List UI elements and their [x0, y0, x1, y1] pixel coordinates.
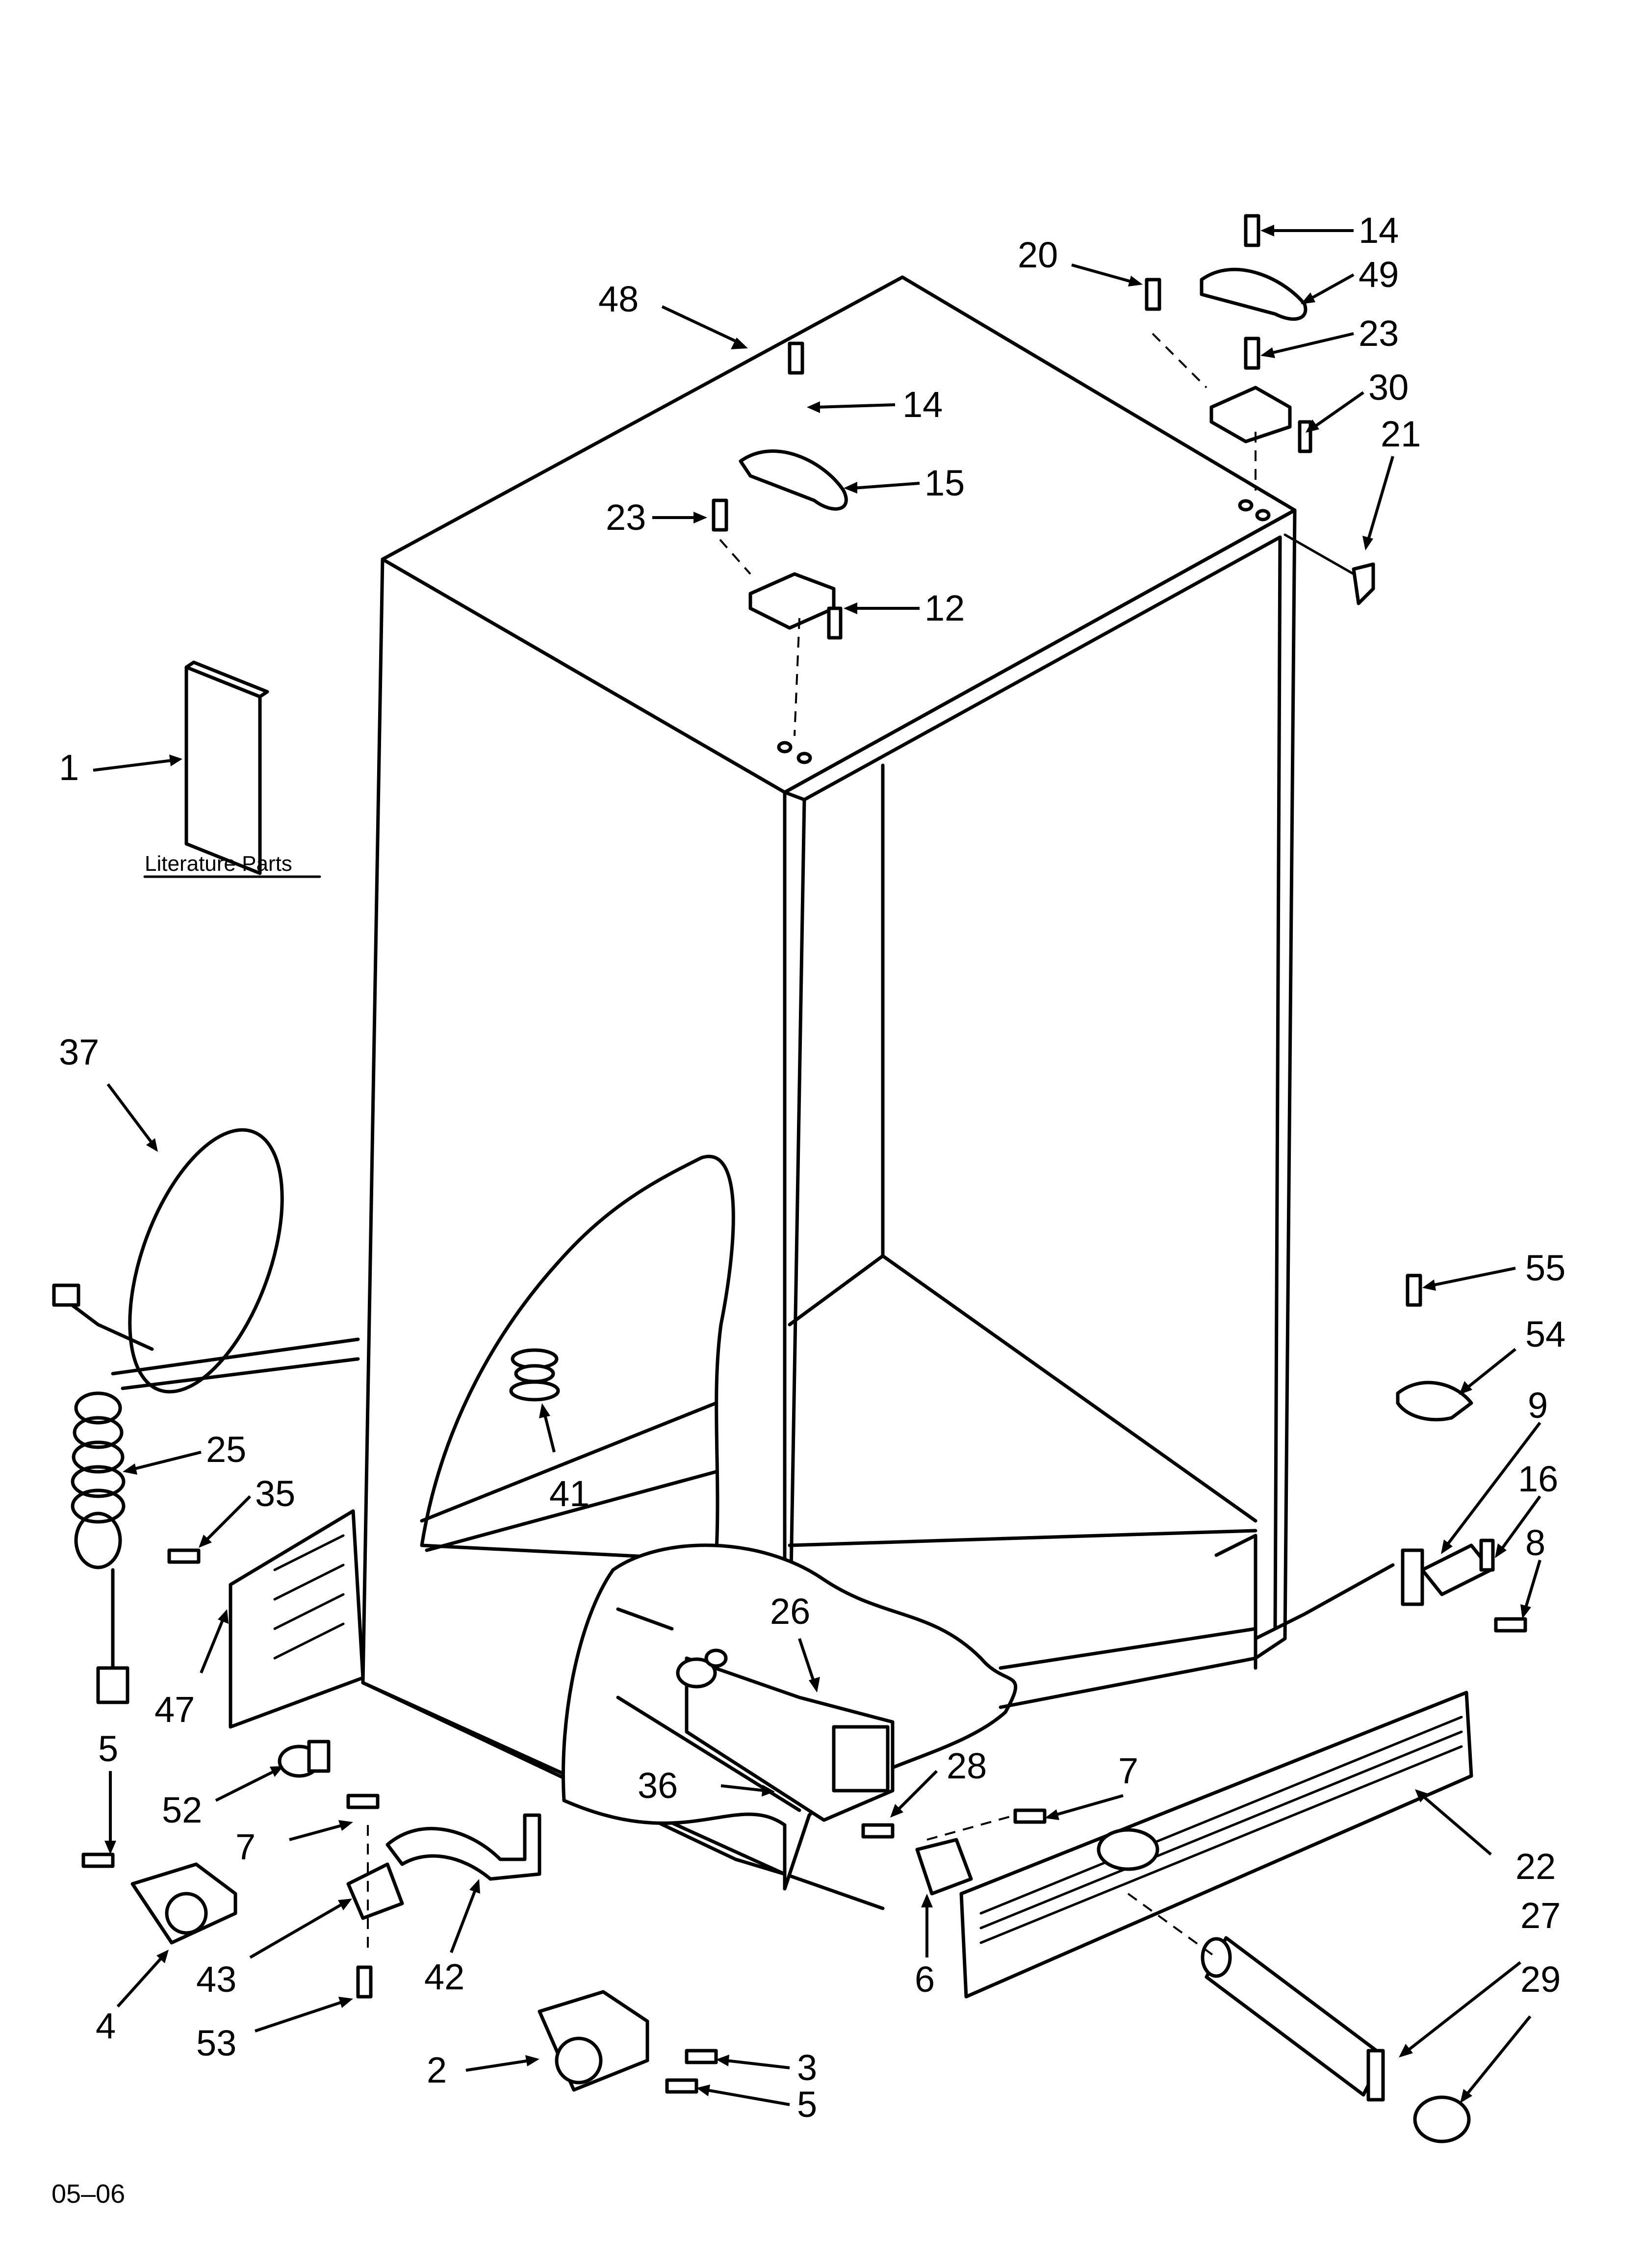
callout-5: 5 [797, 2084, 817, 2125]
screw-55 [1406, 1274, 1422, 1307]
cutaway-left [420, 1154, 735, 1562]
hinge-cover-15 [739, 449, 848, 511]
callout-54: 54 [1525, 1314, 1565, 1355]
access-cover-47 [229, 1509, 365, 1729]
callout-9: 9 [1528, 1385, 1548, 1426]
screw-7b [346, 1794, 380, 1809]
pin-16 [1479, 1538, 1495, 1572]
callout-15: 15 [924, 463, 965, 503]
callout-37: 37 [59, 1032, 99, 1072]
screw-14a [788, 341, 804, 375]
screw-14b [1244, 214, 1260, 247]
literature-caption: Literature Parts [145, 852, 292, 876]
callout-42: 42 [424, 1956, 464, 1997]
callout-6: 6 [915, 1959, 935, 2000]
callout-1: 1 [59, 747, 79, 788]
callout-14: 14 [1359, 210, 1399, 251]
callout-22: 22 [1515, 1846, 1556, 1887]
callout-26: 26 [770, 1591, 810, 1632]
callout-5: 5 [98, 1728, 118, 1769]
callout-16: 16 [1518, 1459, 1558, 1499]
callout-30: 30 [1368, 367, 1409, 408]
callout-53: 53 [196, 2023, 236, 2063]
callout-14: 14 [902, 384, 943, 425]
hinge-12 [748, 572, 843, 640]
power-cord-25 [71, 1337, 360, 1704]
hinge-cover-49 [1200, 267, 1308, 321]
callout-35: 35 [255, 1473, 295, 1514]
water-filter-27 [1201, 1936, 1385, 2102]
bracket-54 [1396, 1381, 1473, 1422]
callout-55: 55 [1525, 1248, 1565, 1288]
callout-12: 12 [924, 588, 965, 628]
hinge-9 [1401, 1543, 1493, 1606]
screw-28 [861, 1823, 895, 1839]
callout-4: 4 [96, 2006, 116, 2046]
callout-23: 23 [1359, 313, 1399, 354]
callout-28: 28 [947, 1746, 987, 1786]
screw-23a [712, 498, 728, 532]
clip-6 [915, 1838, 973, 1896]
callout-29: 29 [1520, 1959, 1561, 2000]
callout-3: 3 [797, 2047, 817, 2088]
callout-7: 7 [235, 1826, 256, 1867]
screw-3 [685, 2049, 718, 2064]
callout-48: 48 [598, 279, 639, 319]
callout-49: 49 [1359, 254, 1399, 295]
callout-25: 25 [206, 1429, 246, 1470]
callout-43: 43 [196, 1959, 236, 2000]
callout-20: 20 [1018, 235, 1058, 275]
filter-cap-29 [1413, 2095, 1471, 2143]
screw-5b [665, 2078, 698, 2094]
callout-2: 2 [427, 2050, 447, 2090]
drain-grommet-41 [509, 1348, 560, 1402]
callout-8: 8 [1525, 1522, 1545, 1563]
callout-23: 23 [606, 497, 646, 538]
bracket-52 [278, 1740, 331, 1778]
screw-8 [1494, 1617, 1527, 1633]
roller-4 [81, 1852, 237, 1945]
hinge-bottom-2 [538, 1990, 649, 2092]
water-line-37 [52, 1128, 284, 1394]
water-valve-26 [676, 1648, 895, 1822]
callout-36: 36 [638, 1765, 678, 1806]
callout-52: 52 [162, 1790, 202, 1830]
screw-53 [356, 1965, 373, 1999]
literature-1 [184, 660, 269, 875]
callout-7: 7 [1118, 1750, 1138, 1791]
screw-35 [167, 1548, 201, 1564]
hinge-30 [1209, 386, 1312, 453]
date-code: 05–06 [51, 2179, 125, 2209]
callout-arrows [93, 225, 1541, 2106]
callout-21: 21 [1381, 414, 1421, 454]
screw-20 [1145, 278, 1161, 311]
drain-tube-42 [385, 1813, 541, 1881]
screw-23b [1244, 337, 1260, 370]
screw-7a [1013, 1808, 1047, 1824]
callout-47: 47 [154, 1689, 195, 1730]
clip-43 [346, 1862, 404, 1920]
hinge-pin-21 [1352, 562, 1375, 605]
callout-27: 27 [1520, 1895, 1561, 1936]
base-grille-22 [959, 1691, 1473, 1999]
callout-41: 41 [549, 1473, 590, 1514]
callout-labels: 48 14 15 23 12 20 14 49 23 30 21 1 37 25… [59, 210, 1565, 2125]
